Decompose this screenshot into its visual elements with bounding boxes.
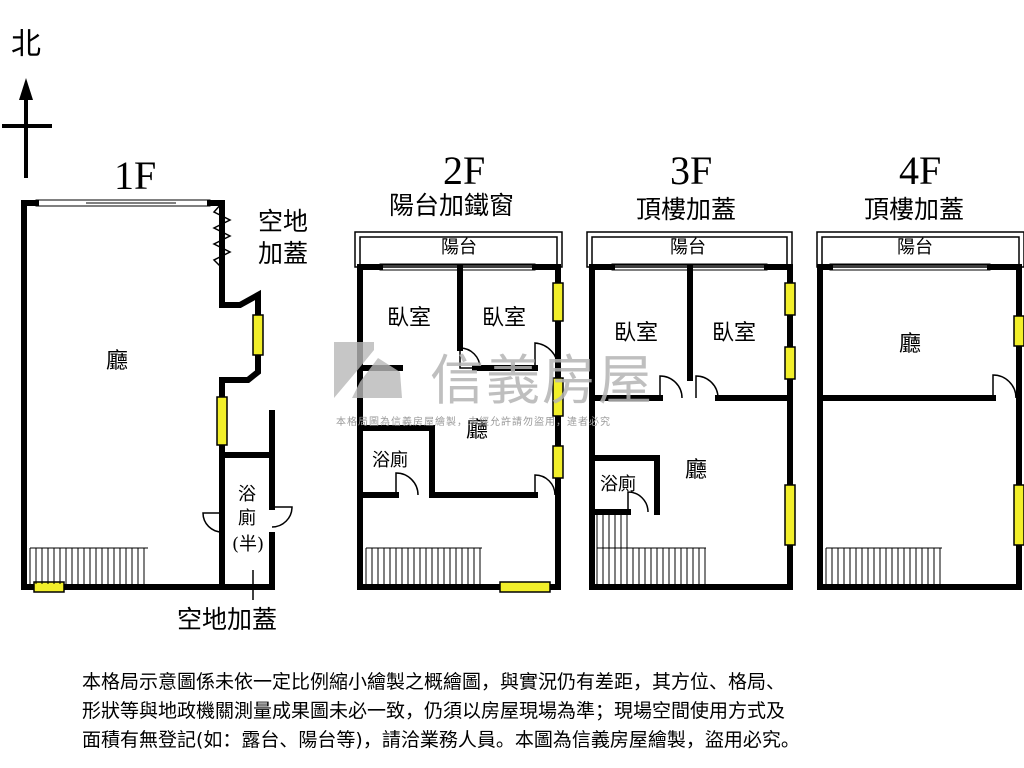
floor-3f-stairs	[596, 515, 706, 584]
f1-annex-top-label-1: 空地	[258, 207, 309, 236]
disclaimer-line-1: 本格局示意圖係未依一定比例縮小繪製之概繪圖，與實況仍有差距，其方位、格局、	[82, 671, 786, 693]
floor-3f-walls	[589, 264, 793, 590]
f3-balcony-label: 陽台	[670, 237, 706, 258]
f4-hall-label: 廳	[899, 332, 922, 357]
floor-2f-doors	[395, 342, 559, 496]
f2-bedroom-1-label: 臥室	[387, 306, 432, 331]
floor-1f-doors	[202, 506, 293, 533]
floor-3f-doors	[627, 375, 719, 513]
floor-4f-title: 4F	[899, 148, 942, 193]
floor-2f-title: 2F	[443, 148, 486, 193]
watermark-house-icon	[334, 342, 402, 398]
floor-1f-annex-zigzag	[212, 202, 232, 269]
f2-bedroom-2-label: 臥室	[482, 306, 527, 331]
north-arrow-icon	[2, 78, 52, 178]
f3-bath-label: 浴廁	[600, 474, 636, 495]
floor-3f-windows	[784, 282, 796, 546]
f4-balcony-label: 陽台	[897, 237, 933, 258]
floor-1f-walls	[21, 200, 275, 590]
f1-bath-label-3: (半)	[232, 534, 265, 555]
floor-4f-walls	[817, 264, 1022, 590]
f1-hall-label: 廳	[106, 349, 129, 374]
f3-hall-label: 廳	[685, 458, 708, 483]
f2-balcony-label: 陽台	[441, 237, 477, 258]
f3-bedroom-1-label: 臥室	[614, 321, 659, 346]
f1-bath-label-2: 廁	[238, 508, 256, 529]
floor-4f-windows	[1013, 315, 1024, 546]
f1-annex-top-label-2: 加蓋	[258, 239, 309, 268]
floor-3f-subtitle: 頂樓加蓋	[636, 195, 737, 224]
floor-4f-window-front	[829, 263, 991, 271]
north-label: 北	[11, 27, 41, 62]
disclaimer-line-3: 面積有無登記(如：露台、陽台等)，請洽業務人員。本圖為信義房屋繪製，盜用必究。	[82, 729, 800, 751]
floor-4f-stairs	[825, 547, 942, 584]
floor-2f-subtitle: 陽台加鐵窗	[389, 191, 515, 220]
floor-4f-doors	[992, 374, 1017, 399]
f1-bath-label-1: 浴	[238, 484, 256, 505]
floor-1f-windows	[33, 314, 264, 593]
watermark-brand: 信義房屋	[430, 349, 654, 412]
f1-annex-bottom-label: 空地加蓋	[177, 605, 278, 634]
floor-1f-window-front	[35, 199, 211, 207]
f3-bedroom-2-label: 臥室	[712, 321, 757, 346]
floor-2f-windows	[499, 282, 564, 593]
floor-3f-title: 3F	[670, 148, 713, 193]
f2-bath-label: 浴廁	[372, 450, 408, 471]
f2-hall-label: 廳	[466, 418, 489, 443]
floor-2f-stairs	[365, 547, 482, 584]
watermark-note: 本格局圖為信義房屋繪製，未經允許請勿盜用，違者必究	[336, 417, 611, 428]
disclaimer-line-2: 形狀等與地政機關測量成果圖未必一致，仍須以房屋現場為準；現場空間使用方式及	[82, 700, 786, 722]
floor-4f-subtitle: 頂樓加蓋	[864, 195, 965, 224]
floor-1f-stairs	[29, 547, 148, 584]
floor-1f-title: 1F	[114, 153, 157, 198]
floor-3f-window-front	[611, 263, 768, 271]
floor-2f-window-front	[379, 263, 536, 271]
disclaimer: 本格局示意圖係未依一定比例縮小繪製之概繪圖，與實況仍有差距，其方位、格局、 形狀…	[82, 668, 962, 755]
